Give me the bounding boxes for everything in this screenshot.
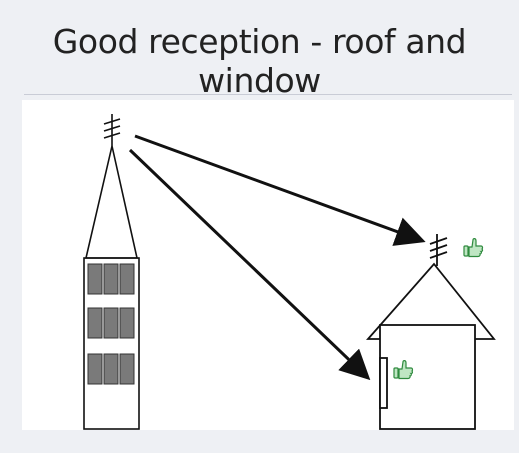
- tower-window: [119, 353, 135, 385]
- signal-arrow-to-window: [128, 148, 371, 381]
- tower-window: [103, 263, 119, 295]
- tower-windows: [87, 263, 135, 385]
- house-wall: [379, 324, 476, 430]
- tower-window: [87, 307, 103, 339]
- tower-window: [103, 353, 119, 385]
- transmitter-tower: [83, 114, 140, 430]
- tower-window: [119, 307, 135, 339]
- roof-antenna-icon: [429, 234, 448, 266]
- tower-building: [83, 257, 140, 430]
- transmitter-antenna-icon: [103, 114, 121, 146]
- house-window: [379, 357, 388, 409]
- tower-window: [103, 307, 119, 339]
- tower-window: [119, 263, 135, 295]
- house: [366, 234, 496, 430]
- title-divider: [24, 94, 512, 95]
- diagram-title: Good reception - roof and window: [52, 22, 467, 100]
- tower-window: [87, 353, 103, 385]
- tower-window: [87, 263, 103, 295]
- thumbs-up-icon: [393, 360, 414, 380]
- tower-spire: [84, 145, 138, 259]
- thumbs-up-icon: [463, 238, 484, 258]
- signal-arrow-to-roof: [134, 134, 426, 246]
